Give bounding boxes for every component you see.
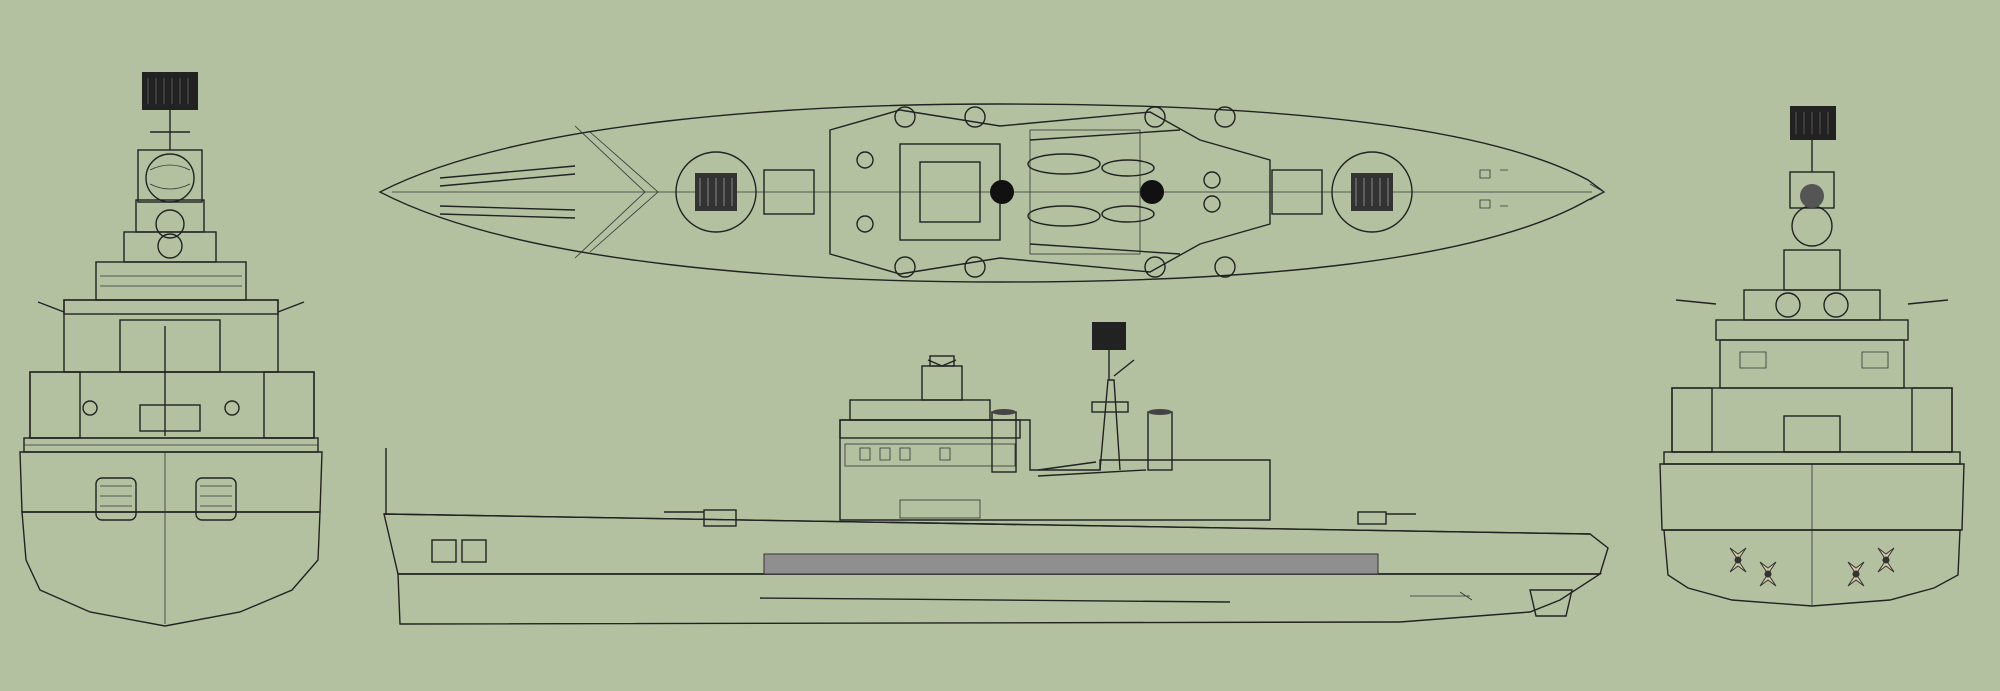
bow-anchor-right	[195, 477, 237, 521]
bow-radar-antenna	[142, 72, 198, 110]
top-side-mounts	[856, 106, 1236, 278]
side-view	[383, 322, 1609, 625]
top-forward-guns	[439, 165, 576, 219]
side-funnel-aft	[1147, 411, 1173, 471]
bow-hull-red	[21, 511, 321, 627]
side-hull-red	[397, 573, 1603, 625]
side-superstructure	[839, 419, 1271, 521]
bow-view	[19, 72, 323, 627]
side-funnel-forward	[991, 411, 1017, 473]
stern-propellers	[1729, 547, 1895, 587]
bow-superstructure-mid	[63, 299, 279, 373]
side-director	[921, 365, 963, 401]
bow-radar-dome	[145, 153, 195, 203]
bow-hull-grey	[19, 451, 323, 513]
bow-anchor-left	[95, 477, 137, 521]
stern-superstructure-lower	[1671, 387, 1953, 453]
stern-view	[1659, 106, 1965, 607]
top-mount-aft	[1331, 151, 1413, 233]
side-anchors	[431, 539, 487, 563]
stern-hull-red	[1663, 529, 1961, 607]
top-view	[378, 103, 1606, 283]
top-boat-2	[1027, 205, 1101, 227]
top-mount-forward	[675, 151, 757, 233]
stern-superstructure-mid	[1719, 339, 1905, 389]
stern-radar-antenna	[1790, 106, 1836, 140]
side-radar-antenna	[1092, 322, 1126, 350]
stern-director	[1791, 205, 1833, 247]
bow-bridge	[95, 261, 247, 301]
top-boat-1	[1027, 153, 1101, 175]
top-superstructure	[829, 109, 1271, 275]
side-belt-grey	[763, 553, 1379, 575]
